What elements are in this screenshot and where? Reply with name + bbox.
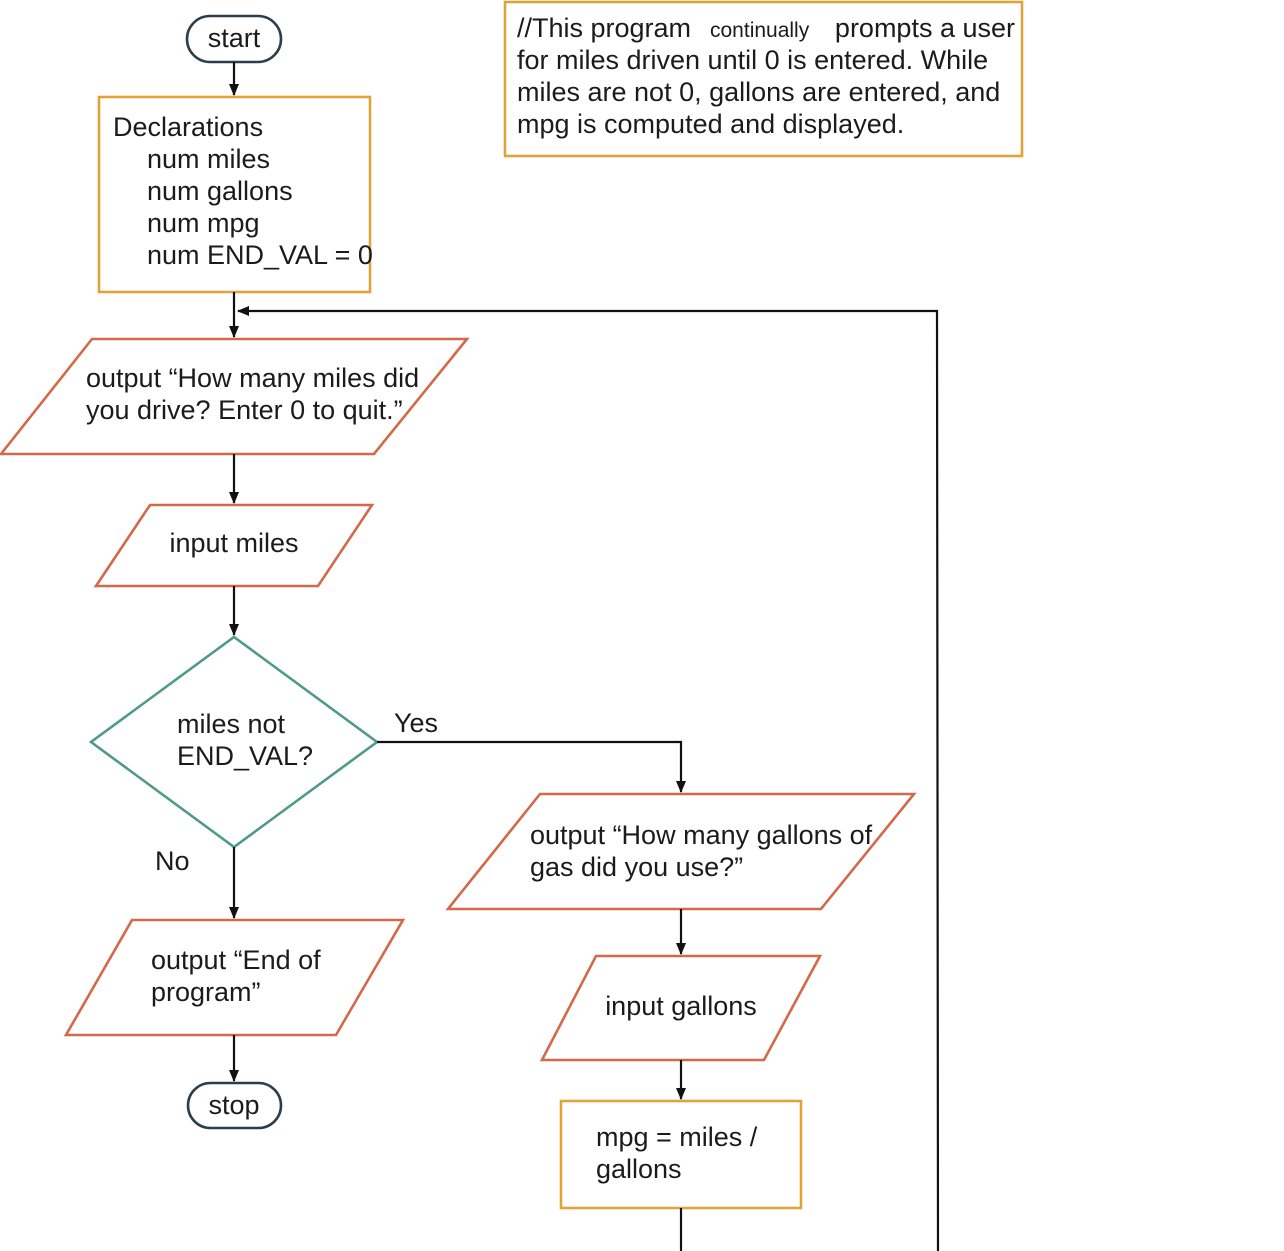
comment-line-4: mpg is computed and displayed. [517,109,904,139]
stop-label: stop [208,1090,259,1120]
input-gallons-box: input gallons [539,954,823,1062]
output-miles-line-1: output “How many miles did [86,363,419,393]
comment-box: //This program continually prompts a use… [503,0,1024,158]
declaration-item: num miles [147,144,270,174]
output-end-line-2: program” [151,977,261,1007]
output-gallons-line-1: output “How many gallons of [530,820,873,850]
loop-back-arrow [237,306,940,1251]
input-gallons-label: input gallons [605,991,757,1021]
output-miles-line-2: you drive? Enter 0 to quit.” [86,395,403,425]
comment-line-1a: //This program [517,13,691,43]
declarations-box: Declarations num miles num gallons num m… [97,95,373,294]
output-miles-prompt: output “How many miles did you drive? En… [0,337,470,456]
comment-line-1c: prompts a user [835,13,1015,43]
start-terminal: start [185,14,283,64]
declaration-item: num mpg [147,208,260,238]
start-label: start [208,23,261,53]
input-miles-box: input miles [93,503,375,588]
compute-line-2: gallons [596,1154,682,1184]
decision-diamond: miles not END_VAL? [88,635,380,849]
no-label: No [155,846,190,876]
output-end-line-1: output “End of [151,945,321,975]
decision-line-1: miles not [177,709,286,739]
comment-line-3: miles are not 0, gallons are entered, an… [517,77,1000,107]
arrow-decision-yes [377,740,686,793]
input-miles-label: input miles [169,528,298,558]
yes-label: Yes [394,708,438,738]
comment-line-1b: continually [710,19,810,42]
compute-line-1: mpg = miles / [596,1122,758,1152]
compute-mpg-box: mpg = miles / gallons [559,1099,803,1210]
output-end-box: output “End of program” [63,918,406,1037]
decision-line-2: END_VAL? [177,741,313,771]
stop-terminal: stop [186,1081,283,1130]
declarations-title: Declarations [113,112,263,142]
declaration-item: num END_VAL = 0 [147,240,373,270]
comment-line-2: for miles driven until 0 is entered. Whi… [517,45,988,75]
declaration-item: num gallons [147,176,293,206]
output-gallons-prompt: output “How many gallons of gas did you … [445,792,917,911]
output-gallons-line-2: gas did you use?” [530,852,743,882]
